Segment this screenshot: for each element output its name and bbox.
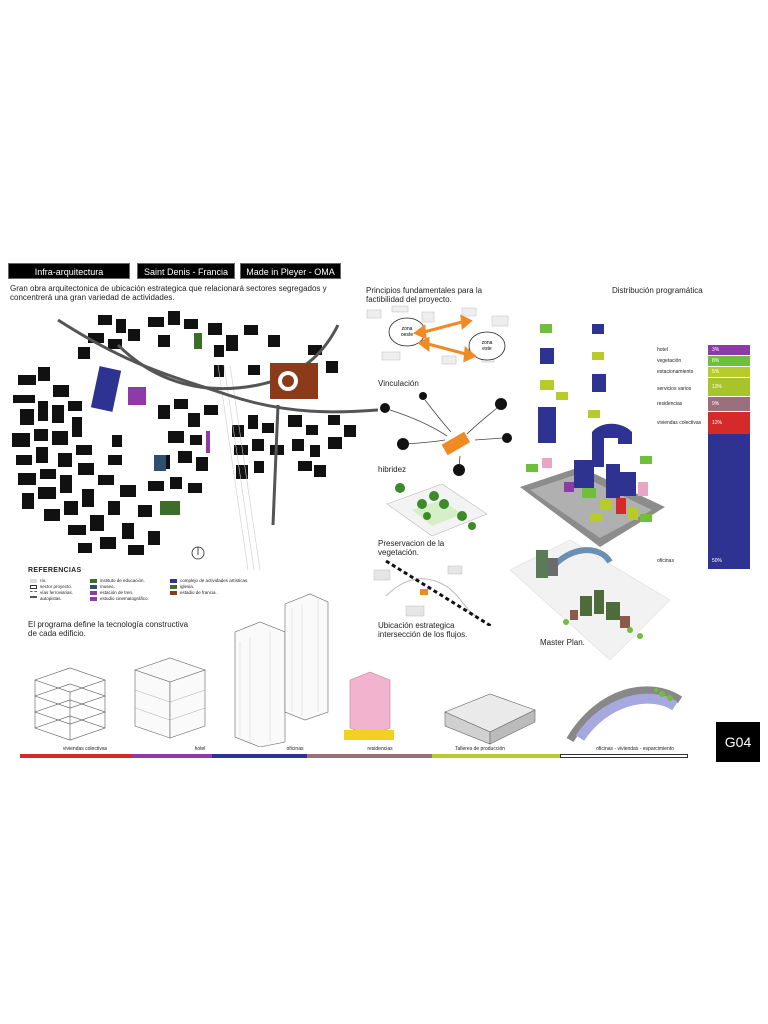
master-model [520, 460, 665, 547]
distribution-table [657, 345, 750, 570]
map-highways [57, 318, 378, 526]
references-col3: complejo de actividades artísticas. igle… [170, 578, 249, 596]
sheet-badge: G04 [716, 722, 760, 762]
ref-sector: sector proyecto. [40, 584, 73, 589]
ref-iglesia: iglesia. [180, 584, 195, 589]
oficinas-column [708, 433, 750, 569]
color-strip-mixto [560, 754, 688, 758]
ref-estacion: estación de tren. [100, 590, 134, 595]
color-strip-viviendas [20, 754, 132, 758]
map-blocks [12, 311, 356, 555]
hibridez-label: hibridez [378, 465, 407, 474]
ubicacion-label: Ubicación estrategica intersección de lo… [378, 621, 468, 639]
preservacion-label: Preservacion de la vegetación. [378, 539, 445, 557]
principles-diagram: zona oeste zona este [366, 305, 509, 365]
ref-estadio: estadio de francia. [180, 590, 217, 595]
distribution-isometric [520, 324, 665, 547]
references-col2: instituto de educación. museo. estación … [90, 578, 149, 602]
label-talleres: Talleres de producción [454, 746, 506, 752]
label-oficinas: oficinas [286, 746, 304, 752]
building-oficinas [234, 593, 329, 747]
zone-west-label: zona [402, 326, 413, 332]
references-col1: río. sector proyecto. vías ferroviarias.… [30, 578, 73, 602]
building-residencias [344, 671, 394, 740]
map-estacion [128, 387, 146, 405]
distribution-title: Distribución programática [612, 286, 703, 295]
map-instituto [160, 501, 180, 515]
exploded-cubes [526, 324, 652, 472]
map-museo [154, 455, 166, 471]
vinculacion-diagram [380, 392, 512, 476]
color-strip-residencias [307, 754, 432, 758]
zone-east-label: zona [482, 340, 493, 346]
principles-title: Principios fundamentales para la factibi… [366, 286, 483, 304]
intro-text: Gran obra arquitectonica de ubicación es… [10, 284, 327, 302]
ref-autopistas: autopistas. [40, 596, 62, 601]
ref-complejo: complejo de actividades artísticas. [180, 578, 249, 583]
references-title: REFERENCIAS [28, 567, 82, 574]
map-iglesia [194, 333, 202, 349]
label-viviendas: viviendas colectivas [62, 746, 108, 752]
header-tab-author: Made in Pleyer - OMA [240, 263, 341, 279]
ref-museo: museo. [100, 584, 115, 589]
color-strip-hotel [132, 754, 212, 758]
label-residencias: residencias [367, 746, 393, 752]
program-title: El programa define la tecnología constru… [28, 620, 189, 638]
map-estudio [206, 431, 210, 453]
header-tab-location: Saint Denis - Francia [137, 263, 235, 279]
map-complejo-artistico [90, 366, 122, 412]
label-oficinas-viviendas: oficinas - viviendas - esparcimiento [596, 746, 674, 752]
header-tab-infra: Infra-arquitectura [8, 263, 130, 279]
ref-vias: vías ferroviarias. [40, 590, 74, 595]
building-talleres [444, 693, 536, 745]
preservacion-diagram [373, 559, 492, 626]
building-viviendas [34, 667, 106, 741]
color-strip-oficinas [212, 754, 307, 758]
ref-instituto: instituto de educación. [100, 578, 145, 583]
map-rail-lines [217, 364, 261, 570]
vinculacion-label: Vinculación [378, 379, 419, 388]
label-hotel: hotel [194, 746, 206, 752]
hibridez-diagram [386, 483, 488, 537]
color-strip-talleres [432, 754, 560, 758]
map-stadium [270, 363, 318, 399]
building-oficinas-viviendas [566, 686, 683, 743]
master-plan-label: Master Plan. [540, 638, 585, 647]
city-map [12, 311, 378, 570]
svg-text:oeste: oeste [401, 332, 413, 338]
master-plan-render [510, 539, 670, 660]
building-hotel [134, 657, 206, 739]
ref-rio: río. [40, 578, 47, 583]
ref-estudio: estudio cinematográfico. [100, 596, 149, 601]
vinculacion-building [441, 431, 471, 456]
svg-text:este: este [482, 346, 492, 352]
